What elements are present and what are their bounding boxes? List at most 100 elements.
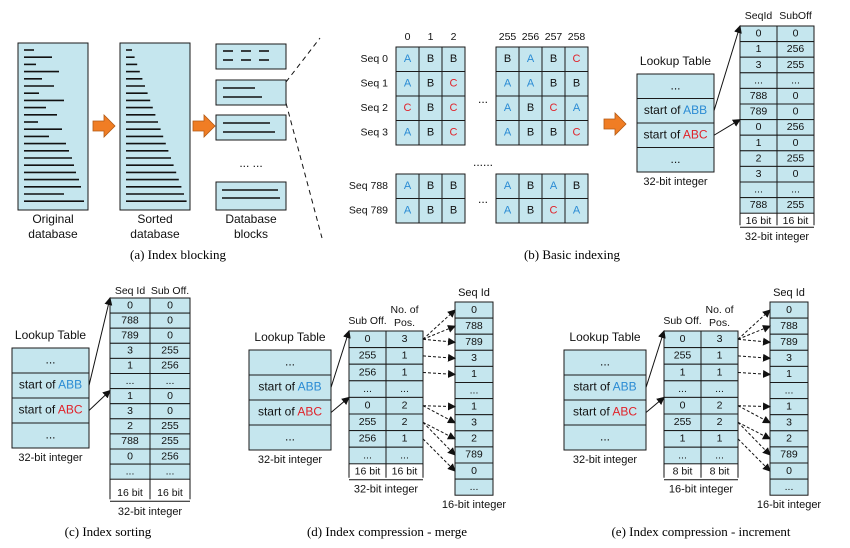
seq-cell-text: B <box>527 127 534 139</box>
d-lookup-lookup-row <box>248 424 332 451</box>
c-index-cell-text: 0 <box>167 330 173 342</box>
e-lookup-lookup-row-text: start of ABC <box>573 405 637 419</box>
e-mid-cell-text: 0 <box>680 399 686 411</box>
seq-cell-text: A <box>573 205 581 217</box>
pointer-arrow <box>88 297 113 386</box>
bitwidth-label: 16 bit <box>157 487 183 499</box>
index-footer: 16-bit integer <box>669 484 734 496</box>
d-seq-cell-text: 789 <box>465 449 483 461</box>
c-lookup-lookup-row <box>11 422 90 449</box>
seq-cell-text: A <box>504 127 512 139</box>
seq-label: Seq 3 <box>361 127 389 139</box>
b-index-cell-text: 0 <box>793 106 799 118</box>
index-footer: 32-bit integer <box>354 484 419 496</box>
seq-label: Seq 2 <box>361 102 389 114</box>
seq-footer: 16-bit integer <box>757 499 822 511</box>
c-index-cell-text: 0 <box>167 405 173 417</box>
c-index-cell-text: 255 <box>161 420 179 432</box>
e-seq-cell-text: 0 <box>786 304 792 316</box>
c-lookup-lookup-footer: 32-bit integer <box>18 452 83 464</box>
c-index-cell-text: 788 <box>121 435 139 447</box>
pointer-arrow <box>645 396 665 413</box>
d-lookup-lookup-footer: 32-bit integer <box>258 454 323 466</box>
bitwidth-label: 8 bit <box>710 466 730 478</box>
c-index-cell-text: 256 <box>161 360 179 372</box>
dashed-pointer <box>422 405 456 424</box>
seq-cell-text: B <box>427 78 434 90</box>
e-seq-cell-text: 1 <box>786 400 792 412</box>
e-mid-cell-text: 1 <box>680 433 686 445</box>
b-index-cell-text: 0 <box>756 121 762 133</box>
dashed-pointer <box>737 421 771 440</box>
d-mid-cell-text: 2 <box>402 416 408 428</box>
index-header: Sub Off. <box>663 315 701 327</box>
e-mid-cell-text: 3 <box>717 333 723 345</box>
database-block <box>215 114 287 141</box>
seq-cell-text: B <box>550 78 557 90</box>
b-lookup-lookup-title: Lookup Table <box>640 54 712 68</box>
pointer-arrow <box>88 389 111 411</box>
zoom-line <box>285 102 323 239</box>
e-mid-cell-text: 1 <box>717 350 723 362</box>
e-mid-cell-text: ... <box>678 449 687 461</box>
d-mid-cell-text: 2 <box>402 399 408 411</box>
seq-cell-text: C <box>450 102 458 114</box>
d-mid-cell-text: ... <box>400 383 409 395</box>
d-seq-cell-text: 1 <box>471 400 477 412</box>
d-lookup-lookup-row-text: ... <box>285 355 295 369</box>
e-seq-cell-text: ... <box>785 481 794 493</box>
seq-cell-text: A <box>527 78 535 90</box>
e-seq-cell <box>769 478 809 496</box>
e-lookup-lookup-title: Lookup Table <box>569 330 641 344</box>
b-index-cell-text: ... <box>791 74 800 86</box>
block-ellipsis: ... ... <box>239 156 262 170</box>
db-label: Sorted <box>137 212 172 226</box>
d-lookup-lookup-row-text: start of ABC <box>258 405 322 419</box>
b-index-cell-text: 0 <box>756 28 762 40</box>
c-index-cell-text: 3 <box>127 405 133 417</box>
d-lookup-lookup-row-text: start of ABB <box>258 380 321 394</box>
caption-a: (a) Index blocking <box>130 247 227 262</box>
index-header: Sub Off. <box>348 315 386 327</box>
d-mid-cell-text: ... <box>363 449 372 461</box>
e-lookup-lookup-row <box>563 349 647 376</box>
c-lookup-lookup-row-text: start of ABB <box>19 378 82 392</box>
b-index-cell-text: 0 <box>793 28 799 40</box>
bitwidth-label: 16 bit <box>355 466 381 478</box>
b-lookup-lookup-row-text: start of ABB <box>644 103 707 117</box>
c-index-cell-text: 1 <box>127 360 133 372</box>
c-index-cell-text: ... <box>126 375 135 387</box>
arrow-orange <box>603 112 627 136</box>
b-index-cell-text: 0 <box>793 168 799 180</box>
dashed-pointer <box>737 353 771 362</box>
bitwidth-label: 16 bit <box>746 215 772 227</box>
bitwidth-label: 16 bit <box>117 487 143 499</box>
pointer-arrow <box>713 119 741 136</box>
d-caption: (d) Index compression - merge <box>307 524 467 539</box>
e-mid-cell-text: ... <box>678 383 687 395</box>
col-ellipsis: ... <box>478 192 488 206</box>
seq-cell-text: A <box>404 180 412 192</box>
c-lookup-lookup-row-text: start of ABC <box>18 403 82 417</box>
seq-cell-text: C <box>573 127 581 139</box>
e-lookup-lookup-footer: 32-bit integer <box>573 454 638 466</box>
seq-cell-text: B <box>504 53 511 65</box>
seq-cell-text: B <box>573 78 580 90</box>
index-header: No. of <box>705 304 733 316</box>
b-index-cell <box>776 197 815 214</box>
index-header: Pos. <box>709 317 730 329</box>
e-mid-cell-text: 0 <box>680 333 686 345</box>
seq-cell-text: B <box>550 127 557 139</box>
e-seq-cell-text: 1 <box>786 368 792 380</box>
b-index-cell-text: 255 <box>787 59 805 71</box>
seq-cell <box>441 120 466 146</box>
dashed-pointer <box>737 325 771 340</box>
dashed-pointer <box>422 421 456 440</box>
e-mid-cell-text: ... <box>715 449 724 461</box>
dashed-pointer <box>737 309 771 340</box>
dashed-pointer <box>422 438 456 472</box>
b-index-cell-text: 256 <box>787 43 805 55</box>
e-mid-cell-text: ... <box>715 383 724 395</box>
col-index: 1 <box>428 31 434 43</box>
row-ellipsis: ...... <box>473 155 493 169</box>
